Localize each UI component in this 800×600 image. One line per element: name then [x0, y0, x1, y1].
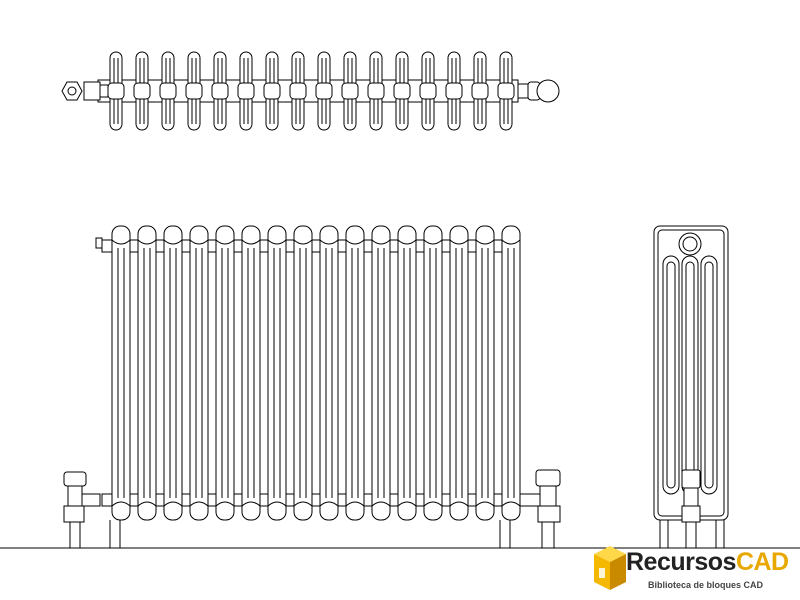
top-column-hub [133, 82, 151, 100]
front-column-neck [189, 501, 209, 507]
front-column-neck [137, 239, 157, 245]
front-column-neck [293, 501, 313, 507]
front-column [345, 225, 365, 521]
front-column-neck [215, 239, 235, 245]
top-column-hub [263, 82, 281, 100]
top-column-hub [315, 82, 333, 100]
front-column [215, 225, 235, 521]
side-tube-inner [666, 261, 676, 489]
top-column-hub [497, 82, 515, 100]
front-left-valve-nut [63, 505, 85, 523]
front-column [501, 225, 521, 521]
top-column-hub [367, 82, 385, 100]
top-lockshield-knob [536, 79, 560, 103]
top-valve-nut [99, 84, 109, 98]
front-column-neck [241, 239, 261, 245]
front-column-neck [371, 501, 391, 507]
front-right-valve-head [535, 469, 561, 487]
front-column-neck [397, 501, 417, 507]
side-valve-head [681, 469, 701, 489]
front-column-neck [241, 501, 261, 507]
front-column-neck [371, 239, 391, 245]
side-top-port [678, 232, 702, 256]
front-bleed-valve [95, 237, 103, 249]
front-column-neck [267, 501, 287, 507]
front-column-neck [137, 501, 157, 507]
front-column [137, 225, 157, 521]
logo-title: RecursosCAD [626, 550, 789, 575]
top-column-hub [393, 82, 411, 100]
front-left-valve-body [67, 485, 83, 507]
front-column [163, 225, 183, 521]
front-column [267, 225, 287, 521]
front-column [111, 225, 131, 521]
front-column-neck [397, 239, 417, 245]
top-column-hub [419, 82, 437, 100]
front-left-valve-connector [81, 493, 101, 507]
top-column-hub [289, 82, 307, 100]
radiator-front-view [63, 225, 561, 548]
front-right-valve-nut [537, 505, 561, 523]
logo-title-part1: Recursos [626, 548, 736, 576]
logo-subtitle: Biblioteca de bloques CAD [648, 580, 764, 590]
front-column-neck [449, 239, 469, 245]
side-valve-nut [681, 505, 701, 523]
front-right-valve-connector [519, 493, 541, 507]
front-column [319, 225, 339, 521]
cube-logo-icon [594, 546, 626, 590]
front-left-valve-head [63, 471, 87, 487]
front-column [449, 225, 469, 521]
side-top-port-inner [682, 236, 698, 252]
front-column [423, 225, 443, 521]
side-tube [662, 255, 680, 495]
side-valve-body [683, 487, 699, 507]
front-column-neck [215, 501, 235, 507]
front-column-neck [501, 501, 521, 507]
front-column-neck [293, 239, 313, 245]
top-column-hub [445, 82, 463, 100]
front-column-neck [319, 239, 339, 245]
radiator-side-view [653, 225, 729, 548]
top-valve-hex-hole [67, 86, 77, 96]
front-column-neck [163, 501, 183, 507]
front-column-neck [345, 501, 365, 507]
side-tube [700, 255, 718, 495]
front-column [371, 225, 391, 521]
top-column-hub [159, 82, 177, 100]
front-column-neck [111, 501, 131, 507]
top-valve-body [83, 81, 101, 101]
front-right-valve-body [539, 485, 557, 507]
front-column-neck [345, 239, 365, 245]
front-column-neck [423, 239, 443, 245]
top-column-hub [471, 82, 489, 100]
top-column-hub [107, 82, 125, 100]
top-column-hub [185, 82, 203, 100]
front-column-neck [319, 501, 339, 507]
top-column-hub [341, 82, 359, 100]
front-column-neck [475, 239, 495, 245]
radiator-top-view [61, 51, 560, 131]
side-tube-inner [704, 261, 714, 489]
top-lockshield-nut [517, 83, 529, 99]
front-column [397, 225, 417, 521]
front-column [241, 225, 261, 521]
front-column-neck [501, 239, 521, 245]
front-column [189, 225, 209, 521]
front-column-neck [163, 239, 183, 245]
front-column-neck [267, 239, 287, 245]
front-column-neck [423, 501, 443, 507]
front-column-neck [449, 501, 469, 507]
top-column-hub [237, 82, 255, 100]
front-column [475, 225, 495, 521]
front-column [293, 225, 313, 521]
front-column-neck [475, 501, 495, 507]
logo-title-part2: CAD [735, 548, 789, 576]
front-column-neck [111, 239, 131, 245]
top-column-hub [211, 82, 229, 100]
recursoscad-logo: RecursosCAD Biblioteca de bloques CAD [590, 540, 800, 600]
front-column-neck [189, 239, 209, 245]
